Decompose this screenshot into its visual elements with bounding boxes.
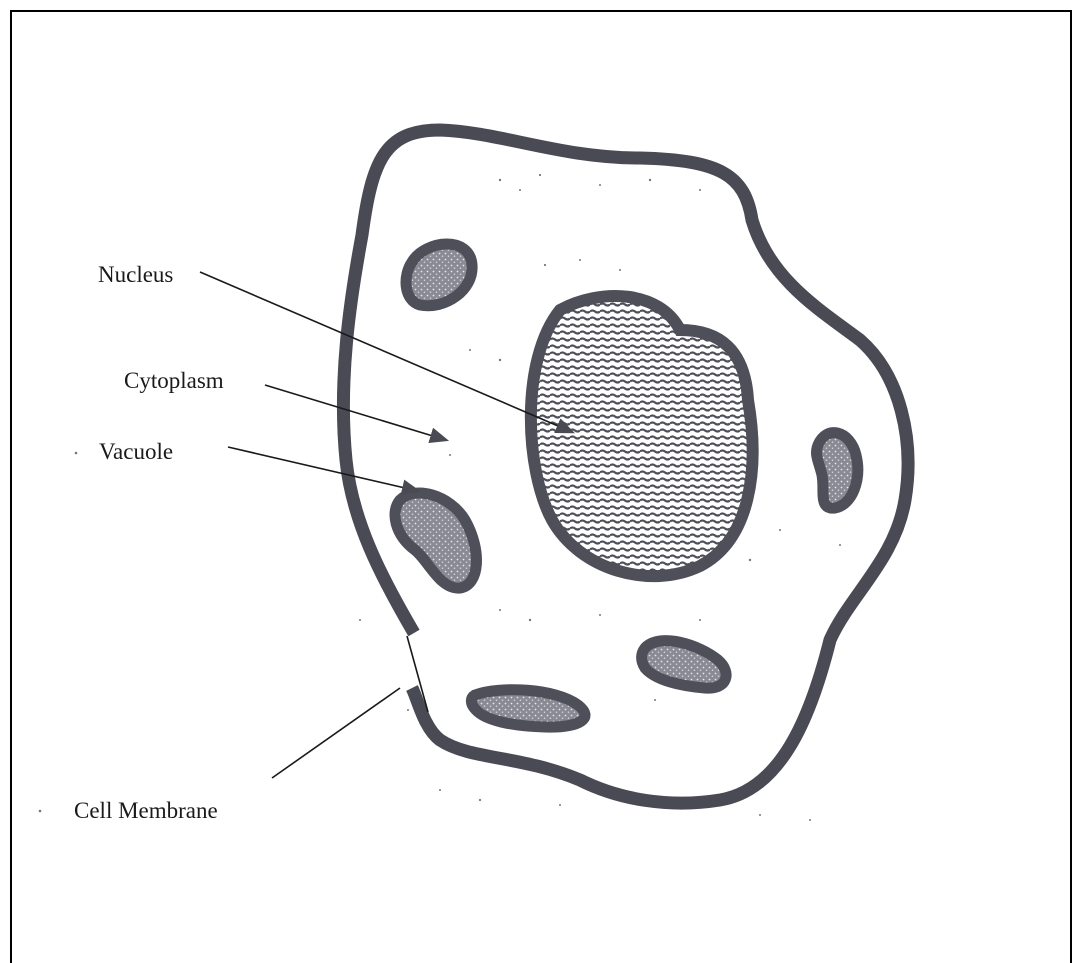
vacuole-leader-line [228,447,418,491]
nucleus-leader-line [200,272,572,432]
nucleus-label: Nucleus [98,263,173,286]
cell-membrane-leader-line [272,688,400,778]
vacuole-bottom [471,690,585,727]
vacuole-top-left [406,244,472,306]
vacuole-bottom-right [642,641,726,688]
vacuole-right [817,433,858,508]
nucleus [531,296,753,576]
cytoplasm-label: Cytoplasm [124,369,224,392]
vacuole-left [395,493,476,588]
cell-membrane-label: Cell Membrane [74,799,218,822]
cytoplasm-leader-line [265,385,446,440]
vacuole-label: Vacuole [99,440,173,463]
